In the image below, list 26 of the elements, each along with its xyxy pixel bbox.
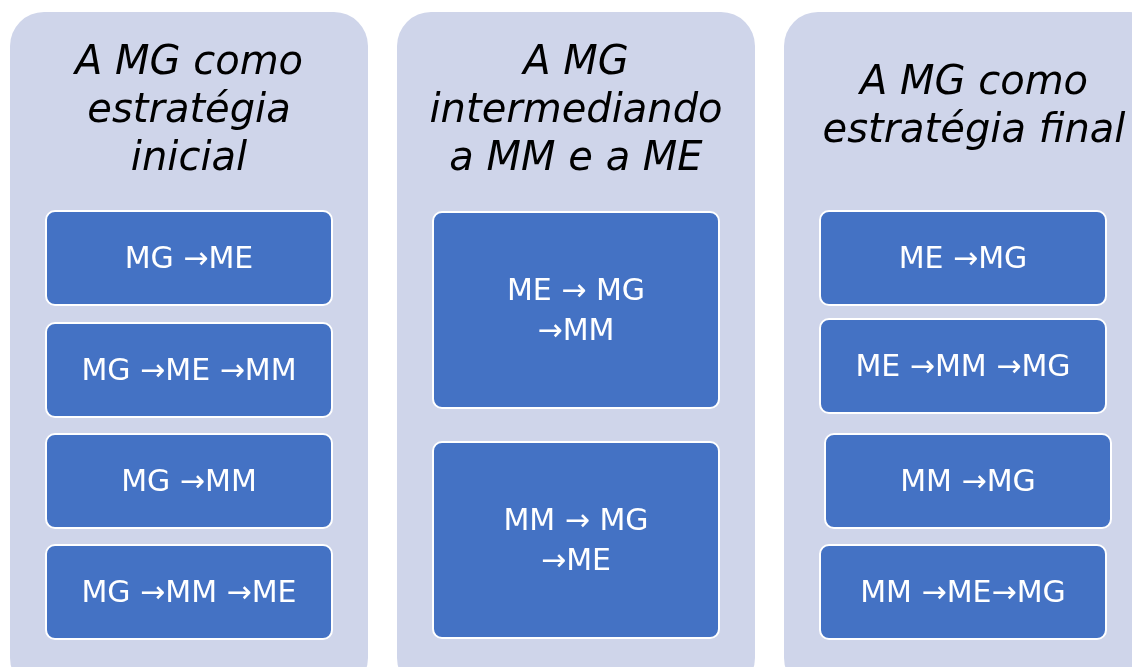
step-box (45, 433, 333, 529)
step-label: ME →MG (898, 239, 1028, 277)
step-label: MG →ME (124, 239, 254, 277)
column-heading: A MG como estratégia final (821, 56, 1127, 152)
step-label: MM →MG (900, 462, 1036, 500)
step-box (432, 441, 720, 639)
step-box (432, 211, 720, 409)
step-label: ME →MM →MG (855, 347, 1071, 385)
step-box (824, 433, 1112, 529)
step-label: MG →MM →ME (81, 573, 297, 611)
step-label: ME → MG →MM (505, 271, 647, 349)
column-heading: A MG como estratégia inicial (72, 36, 305, 180)
column-panel (10, 12, 368, 667)
step-box (45, 322, 333, 418)
step-box (819, 318, 1107, 414)
step-label: MG →MM (121, 462, 257, 500)
column-heading: A MG intermediando a MM e a ME (428, 36, 724, 180)
step-label: MG →ME →MM (81, 351, 297, 389)
column-panel (784, 12, 1132, 667)
step-box (819, 210, 1107, 306)
column-panel (397, 12, 755, 667)
step-label: MM →ME→MG (860, 573, 1066, 611)
step-box (45, 544, 333, 640)
step-box (45, 210, 333, 306)
step-label: MM → MG →ME (502, 501, 650, 579)
step-box (819, 544, 1107, 640)
